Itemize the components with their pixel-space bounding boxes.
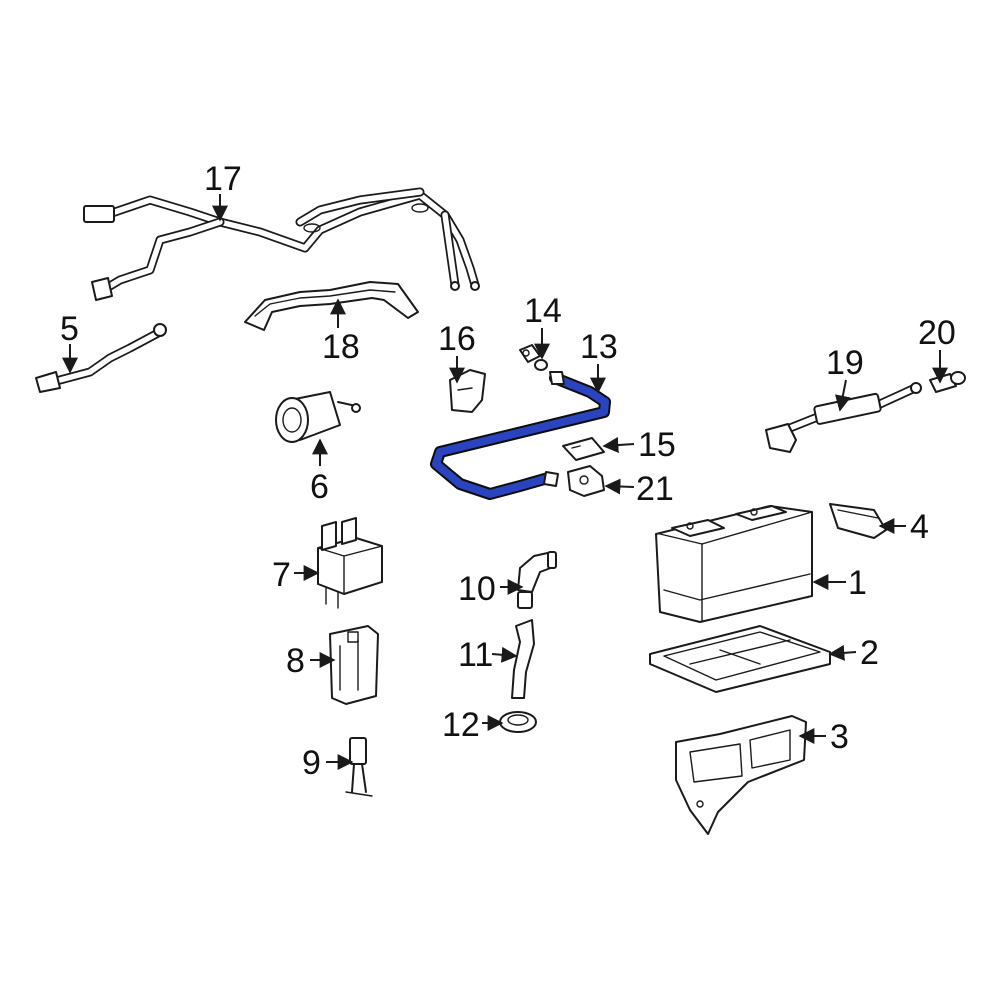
part-20-terminal[interactable] [929, 371, 966, 393]
callout-19: 19 [826, 344, 864, 382]
part-9-fuse-connector[interactable] [345, 737, 373, 797]
leader-15 [602, 437, 635, 454]
callout-5: 5 [60, 310, 79, 348]
callout-1: 1 [848, 564, 867, 602]
callout-16: 16 [438, 320, 476, 358]
leader-lines [62, 194, 948, 770]
part-2-battery-tray[interactable] [649, 625, 831, 693]
part-1-battery[interactable] [655, 505, 813, 623]
callout-9: 9 [302, 744, 321, 782]
part-13-battery-cable[interactable] [430, 371, 611, 500]
part-8-relay-holder[interactable] [329, 625, 379, 705]
callout-21: 21 [636, 470, 674, 508]
part-17-wiring-harness[interactable] [83, 187, 480, 301]
part-6-solenoid[interactable] [275, 391, 361, 443]
callout-7: 7 [272, 556, 291, 594]
leader-21 [604, 478, 635, 495]
callout-12: 12 [442, 706, 480, 744]
callout-17: 17 [204, 160, 242, 198]
part-16-sensor[interactable] [449, 369, 486, 413]
callout-13: 13 [580, 328, 618, 366]
part-21-terminal-clamp[interactable] [567, 465, 605, 497]
callout-20: 20 [918, 314, 956, 352]
callout-14: 14 [524, 292, 562, 330]
part-3-tray-support[interactable] [675, 715, 807, 835]
part-7-relay[interactable] [317, 517, 383, 609]
callout-4: 4 [910, 508, 929, 546]
part-12-grommet[interactable] [499, 711, 537, 733]
callout-3: 3 [830, 718, 849, 756]
callout-labels: 17 18 5 6 16 14 13 15 21 19 20 4 1 2 3 7… [60, 160, 956, 782]
leader-11 [491, 646, 518, 663]
callout-6: 6 [310, 468, 329, 506]
callout-2: 2 [860, 634, 879, 672]
callout-15: 15 [638, 426, 676, 464]
battery-cable-highlight [432, 374, 609, 498]
part-5-ground-cable[interactable] [35, 323, 167, 393]
leader-2 [828, 644, 857, 661]
callout-11: 11 [458, 636, 493, 674]
part-11-hose[interactable] [511, 619, 535, 699]
part-10-elbow-fitting[interactable] [517, 551, 557, 609]
leader-19 [834, 379, 851, 412]
part-4-heat-shield[interactable] [829, 503, 887, 539]
callout-8: 8 [286, 642, 305, 680]
part-15-clip[interactable] [562, 437, 605, 461]
callout-10: 10 [458, 570, 496, 608]
part-18-bracket[interactable] [244, 281, 419, 331]
callout-18: 18 [322, 328, 360, 366]
